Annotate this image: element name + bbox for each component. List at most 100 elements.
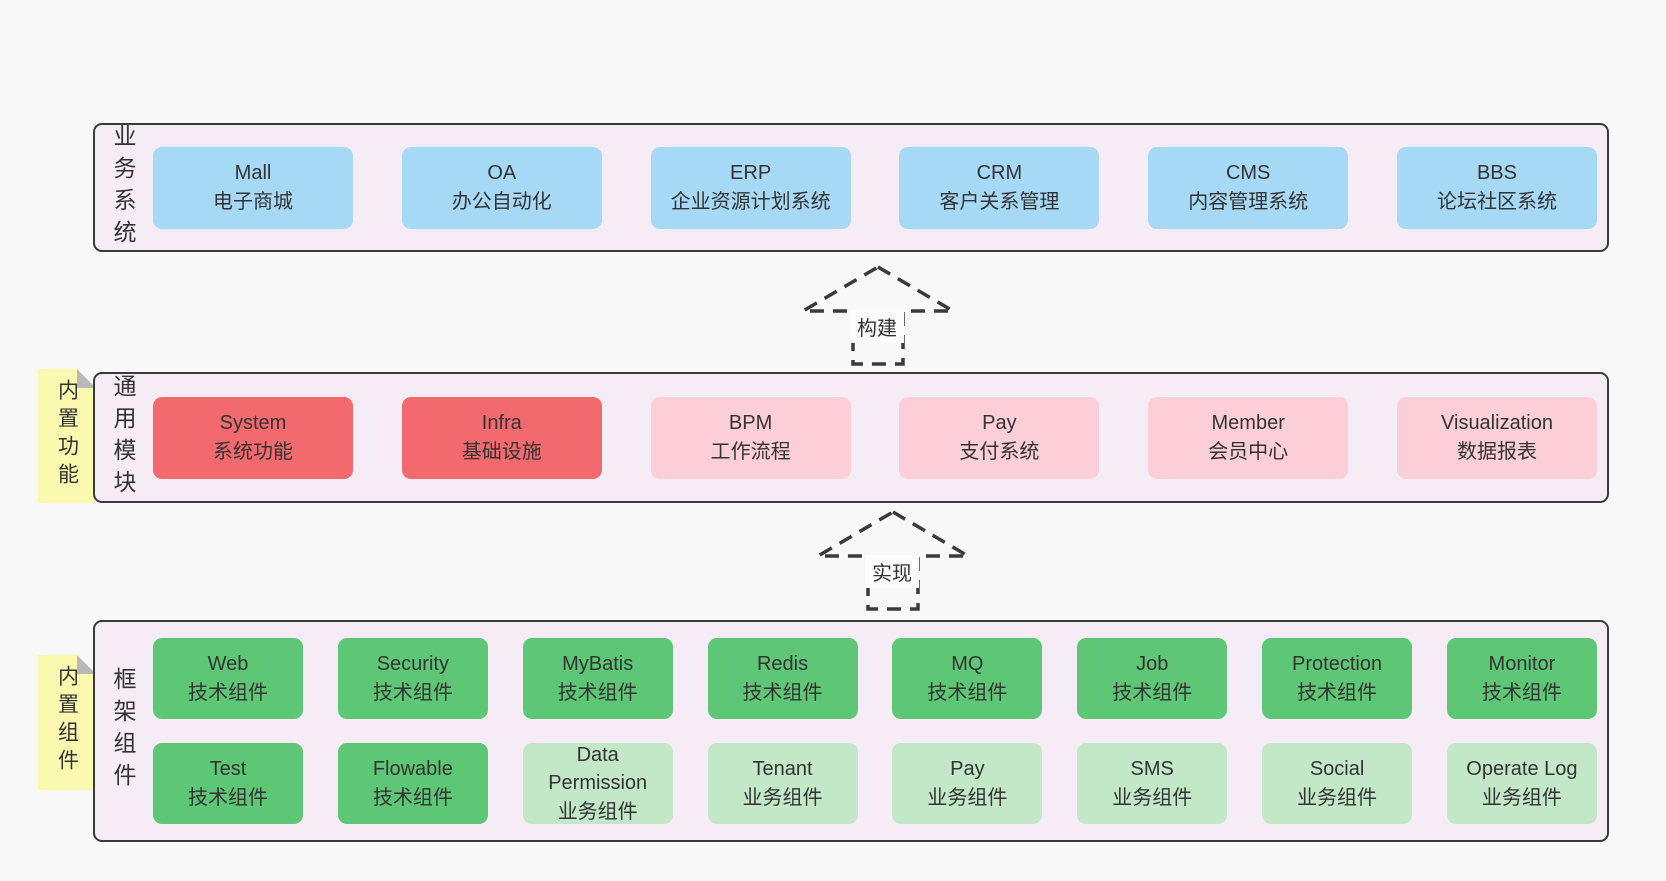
box-title: Redis — [756, 653, 809, 676]
box-oa: OA 办公自动化 — [401, 146, 602, 229]
box-erp: ERP 企业资源计划系统 — [650, 146, 851, 229]
framework-components-band: 框架组件 Web 技术组件 Security 技术组件 MyBatis 技术组件… — [93, 620, 1609, 842]
box-flowable: Flowable 技术组件 — [337, 743, 488, 824]
arrow-label-implement: 实现 — [865, 555, 919, 588]
box-pay: Pay 支付系统 — [899, 396, 1100, 479]
box-title: System — [219, 412, 287, 435]
box-subtitle: 技术组件 — [1481, 681, 1562, 704]
box-title: Flowable — [372, 758, 453, 781]
box-subtitle: 技术组件 — [1297, 681, 1378, 704]
box-title: Test — [209, 758, 247, 781]
band-title-framework: 框架组件 — [110, 667, 136, 795]
box-subtitle: 业务组件 — [927, 786, 1008, 809]
box-web: Web 技术组件 — [153, 638, 303, 719]
box-title: Mall — [234, 162, 272, 185]
box-title: Operate Log — [1466, 758, 1578, 781]
band-title-business: 业务系统 — [110, 123, 136, 252]
box-subtitle: 业务组件 — [1481, 786, 1562, 809]
box-subtitle: 电子商城 — [213, 190, 293, 213]
box-title: MQ — [951, 653, 984, 676]
box-crm: CRM 客户关系管理 — [899, 146, 1100, 229]
box-subtitle: 技术组件 — [188, 681, 268, 704]
box-subtitle: 会员中心 — [1208, 440, 1289, 463]
box-title: OA — [487, 162, 517, 185]
box-title: SMS — [1130, 758, 1174, 781]
box-title: Pay — [950, 758, 985, 781]
box-test: Test 技术组件 — [153, 743, 303, 824]
box-title: Visualization — [1441, 412, 1553, 435]
note-label: 内置组件 — [55, 665, 79, 777]
box-mybatis: MyBatis 技术组件 — [522, 638, 673, 719]
box-protection: Protection 技术组件 — [1262, 638, 1413, 719]
box-infra: Infra 基础设施 — [401, 396, 602, 479]
band-title-common: 通用模块 — [110, 373, 136, 502]
box-visualization: Visualization 数据报表 — [1396, 396, 1597, 479]
framework-boxes-row-1: Web 技术组件 Security 技术组件 MyBatis 技术组件 Redi… — [153, 638, 1597, 719]
box-title: Tenant — [752, 758, 813, 781]
box-subtitle: 技术组件 — [1112, 681, 1193, 704]
box-sms: SMS 业务组件 — [1077, 743, 1228, 824]
box-subtitle: 企业资源计划系统 — [670, 190, 831, 213]
box-job: Job 技术组件 — [1077, 638, 1228, 719]
note-label: 内置功能 — [55, 379, 79, 491]
box-title: CRM — [976, 162, 1023, 185]
box-title: BBS — [1476, 162, 1517, 185]
box-subtitle: 技术组件 — [742, 681, 823, 704]
box-subtitle: 工作流程 — [710, 440, 791, 463]
box-tenant: Tenant 业务组件 — [707, 743, 858, 824]
box-bpm: BPM 工作流程 — [650, 396, 851, 479]
box-title: BPM — [728, 412, 773, 435]
box-subtitle: 办公自动化 — [451, 190, 552, 213]
box-title: Infra — [481, 412, 522, 435]
box-subtitle: 技术组件 — [372, 786, 453, 809]
box-cms: CMS 内容管理系统 — [1148, 146, 1349, 229]
box-title: ERP — [730, 162, 772, 185]
box-title: Security — [376, 653, 449, 676]
box-subtitle: 业务组件 — [557, 800, 638, 823]
framework-boxes-row-2: Test 技术组件 Flowable 技术组件 Data Permission … — [153, 743, 1597, 824]
common-modules-band: 通用模块 System 系统功能 Infra 基础设施 BPM 工作流程 Pay… — [93, 372, 1609, 503]
box-subtitle: 技术组件 — [188, 786, 268, 809]
box-subtitle: 技术组件 — [372, 681, 453, 704]
box-subtitle: 基础设施 — [461, 440, 542, 463]
box-title: Social — [1309, 758, 1365, 781]
box-member: Member 会员中心 — [1148, 396, 1349, 479]
common-boxes-row: System 系统功能 Infra 基础设施 BPM 工作流程 Pay 支付系统… — [153, 396, 1597, 479]
box-title: Data Permission — [548, 743, 648, 795]
up-arrow-build-icon — [796, 264, 960, 366]
box-subtitle: 业务组件 — [1297, 786, 1378, 809]
box-redis: Redis 技术组件 — [707, 638, 858, 719]
box-title: MyBatis — [562, 653, 634, 676]
box-title: Member — [1211, 412, 1285, 435]
box-system: System 系统功能 — [153, 396, 353, 479]
box-mall: Mall 电子商城 — [153, 146, 353, 229]
box-title: Pay — [982, 412, 1017, 435]
box-title: Protection — [1292, 653, 1383, 676]
box-subtitle: 技术组件 — [557, 681, 638, 704]
box-title: Web — [207, 653, 249, 676]
box-social: Social 业务组件 — [1262, 743, 1413, 824]
box-subtitle: 技术组件 — [927, 681, 1008, 704]
sticky-note-builtin-components: 内置组件 — [38, 655, 96, 790]
box-subtitle: 业务组件 — [1112, 786, 1193, 809]
box-title: Job — [1136, 653, 1169, 676]
box-data-permission: Data Permission 业务组件 — [522, 743, 673, 824]
box-subtitle: 数据报表 — [1456, 440, 1537, 463]
box-operate-log: Operate Log 业务组件 — [1446, 743, 1597, 824]
box-security: Security 技术组件 — [337, 638, 488, 719]
box-monitor: Monitor 技术组件 — [1446, 638, 1597, 719]
business-systems-band: 业务系统 Mall 电子商城 OA 办公自动化 ERP 企业资源计划系统 CRM… — [93, 123, 1609, 252]
box-subtitle: 客户关系管理 — [939, 190, 1060, 213]
box-subtitle: 内容管理系统 — [1188, 190, 1309, 213]
box-pay-component: Pay 业务组件 — [892, 743, 1043, 824]
box-subtitle: 论坛社区系统 — [1436, 190, 1557, 213]
up-arrow-implement-icon — [811, 509, 975, 611]
arrow-label-build: 构建 — [850, 310, 904, 343]
box-bbs: BBS 论坛社区系统 — [1396, 146, 1597, 229]
box-subtitle: 支付系统 — [959, 440, 1040, 463]
sticky-note-builtin-features: 内置功能 — [38, 369, 96, 503]
box-subtitle: 业务组件 — [742, 786, 823, 809]
box-subtitle: 系统功能 — [213, 440, 293, 463]
box-mq: MQ 技术组件 — [892, 638, 1043, 719]
